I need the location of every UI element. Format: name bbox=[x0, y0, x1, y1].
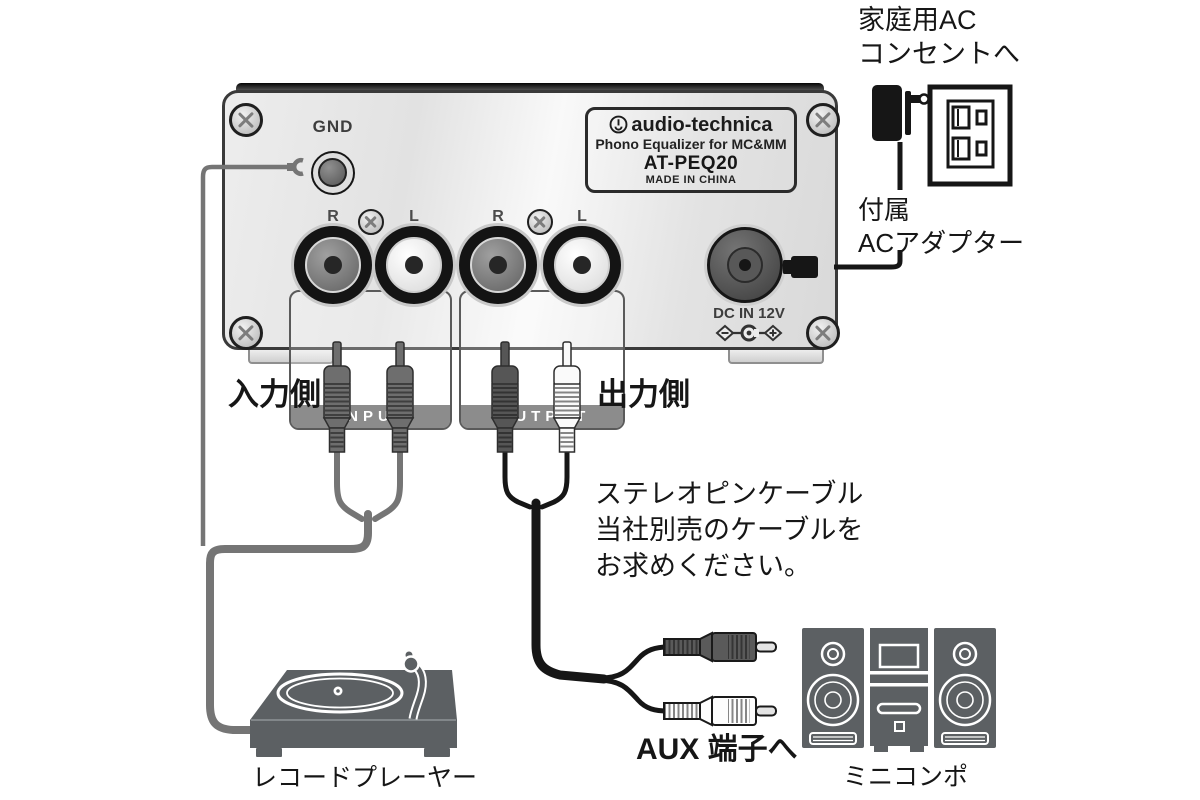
cable-note: ステレオピンケーブル 当社別売のケーブルを お求めください。 bbox=[595, 479, 864, 581]
input-side-note: 入力側 bbox=[228, 377, 321, 412]
device-foot-right bbox=[728, 348, 824, 364]
screw-bottom-left bbox=[229, 316, 263, 350]
wall-outlet bbox=[927, 84, 1013, 187]
input-jack-left bbox=[375, 226, 453, 304]
mini-compo-caption: ミニコンポ bbox=[843, 763, 969, 791]
aux-plug-left bbox=[663, 696, 777, 726]
ac-adapter bbox=[872, 85, 930, 141]
output-l-label: L bbox=[577, 208, 587, 225]
screw-top-left bbox=[229, 103, 263, 137]
dc-polarity-icon bbox=[715, 324, 783, 342]
dc-cord bbox=[783, 142, 903, 278]
brand-line: audio-technica bbox=[609, 113, 773, 136]
input-r-label: R bbox=[327, 208, 339, 225]
input-plug-left bbox=[386, 341, 414, 453]
output-plug-left bbox=[553, 341, 581, 453]
output-r-label: R bbox=[492, 208, 504, 225]
ac-adapter-note: 付属 ACアダプター bbox=[858, 195, 1025, 258]
device-top-edge bbox=[236, 83, 824, 94]
input-l-label: L bbox=[409, 208, 419, 225]
phono-equalizer-rear-panel: GND INPUT OUTPUT R L R L DC IN 12V bbox=[222, 90, 840, 430]
plate-model: AT-PEQ20 bbox=[643, 152, 739, 174]
turntable-caption: レコードプレーヤー bbox=[252, 764, 478, 792]
input-cable bbox=[206, 443, 403, 734]
output-panel: OUTPUT bbox=[459, 290, 625, 430]
dc-jack bbox=[707, 227, 783, 303]
dc-plug-body bbox=[791, 256, 818, 278]
brand-name: audio-technica bbox=[631, 113, 773, 136]
audio-technica-logo-icon bbox=[609, 115, 628, 134]
plate-subtitle: Phono Equalizer for MC&MM bbox=[595, 135, 787, 152]
gnd-label: GND bbox=[312, 117, 354, 136]
ac-outlet-note: 家庭用AC コンセントへ bbox=[858, 5, 1020, 69]
input-panel: INPUT bbox=[289, 290, 452, 430]
dc-label: DC IN 12V bbox=[713, 305, 785, 322]
screw-output-center bbox=[527, 209, 553, 235]
input-plug-right bbox=[323, 341, 351, 453]
screw-bottom-right bbox=[806, 316, 840, 350]
output-cable bbox=[502, 443, 671, 714]
aux-note: AUX 端子へ bbox=[636, 733, 798, 766]
screw-top-right bbox=[806, 103, 840, 137]
ground-wire bbox=[200, 157, 304, 546]
output-jack-right bbox=[459, 226, 537, 304]
output-jack-left bbox=[543, 226, 621, 304]
mini-compo-illustration bbox=[802, 628, 996, 752]
model-plate: audio-technica Phono Equalizer for MC&MM… bbox=[585, 107, 797, 193]
plate-origin: MADE IN CHINA bbox=[645, 173, 737, 186]
aux-plug-right bbox=[663, 632, 777, 662]
turntable-illustration bbox=[250, 649, 457, 757]
gnd-terminal-knob bbox=[318, 158, 347, 187]
output-side-note: 出力側 bbox=[597, 377, 690, 412]
screw-input-center bbox=[358, 209, 384, 235]
dc-plug-tip bbox=[783, 260, 793, 274]
gnd-terminal bbox=[311, 151, 355, 195]
input-jack-right bbox=[294, 226, 372, 304]
output-plug-right bbox=[491, 341, 519, 453]
